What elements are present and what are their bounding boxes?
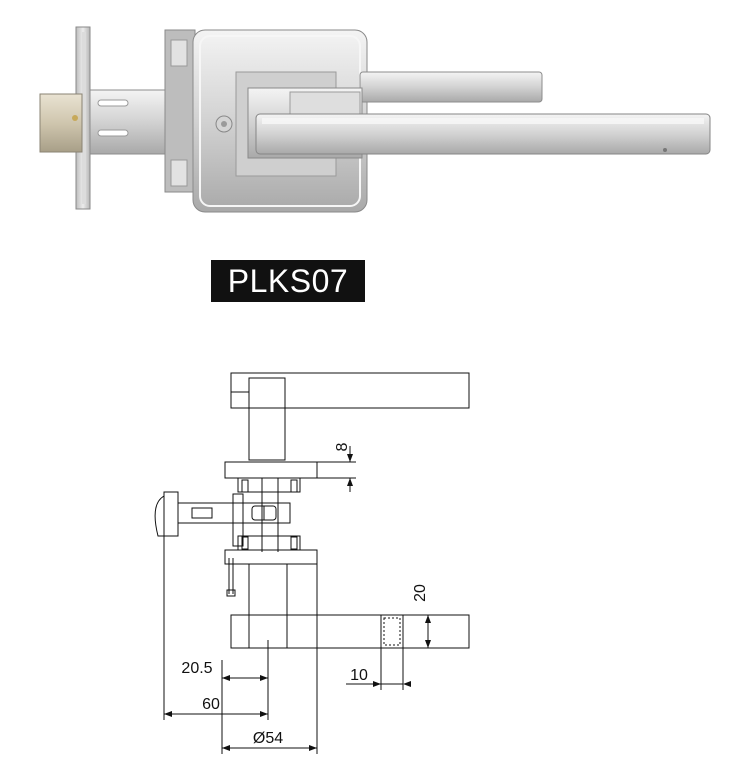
dim-backset: 60 bbox=[202, 696, 220, 713]
front-lever bbox=[255, 113, 711, 155]
model-code-text: PLKS07 bbox=[227, 262, 349, 299]
dim-lever-width: 10 bbox=[350, 667, 368, 684]
model-label: PLKS07 bbox=[211, 260, 365, 302]
drawing-top-lever bbox=[230, 372, 470, 409]
drawing-top-rose bbox=[224, 461, 318, 479]
drawing-bottom-lever bbox=[230, 614, 470, 649]
mounting-plate bbox=[164, 29, 196, 193]
dim-lever-height: 20 bbox=[412, 584, 429, 602]
drawing-bottom-neck bbox=[248, 563, 288, 649]
back-lever bbox=[359, 71, 543, 103]
product-photo bbox=[39, 26, 711, 213]
dim-center-offset: 20.5 bbox=[181, 660, 212, 677]
latch-bolt bbox=[39, 93, 83, 153]
dim-rose-thickness: 8 bbox=[334, 442, 351, 451]
drawing-top-neck bbox=[248, 377, 286, 461]
drawing-lever-section bbox=[380, 614, 404, 649]
dim-rose-diameter: Ø54 bbox=[253, 730, 283, 747]
drawing-latch bbox=[154, 491, 291, 547]
drawing-bottom-rose bbox=[224, 549, 318, 565]
technical-drawing: 8 20 10 20.5 60 Ø54 bbox=[154, 372, 470, 754]
